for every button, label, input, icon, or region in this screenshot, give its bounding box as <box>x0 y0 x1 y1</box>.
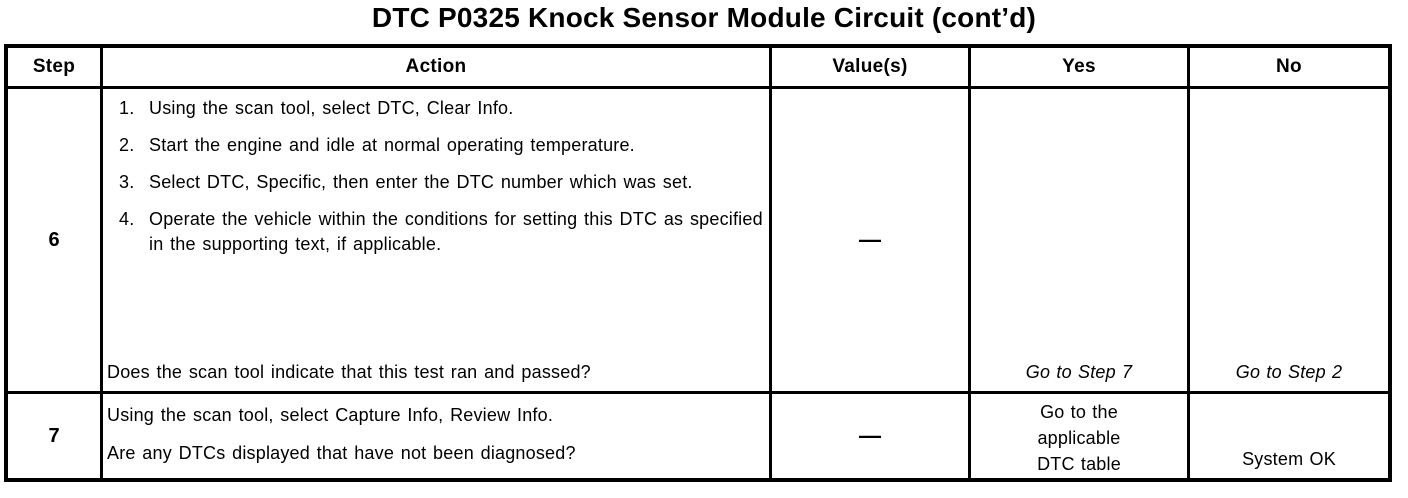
page-title: DTC P0325 Knock Sensor Module Circuit (c… <box>371 2 1037 33</box>
action-item: 3. Select DTC, Specific, then enter the … <box>119 170 763 195</box>
row6-no-cell: Go to Step 2 <box>1190 89 1388 391</box>
row6-question: Does the scan tool indicate that this te… <box>107 362 591 382</box>
action-item-number: 3. <box>119 172 135 192</box>
action-item: 1. Using the scan tool, select DTC, Clea… <box>119 96 763 121</box>
column-header-no: No <box>1190 48 1388 86</box>
row6-yes-cell: Go to Step 7 <box>971 89 1187 391</box>
row7-yes-cell: Go to the applicable DTC table <box>971 394 1187 478</box>
row7-action-line: Using the scan tool, select Capture Info… <box>107 405 554 425</box>
row6-values-cell: — <box>772 89 968 391</box>
action-item-text: Start the engine and idle at normal oper… <box>149 135 635 155</box>
row6-action-list: 1. Using the scan tool, select DTC, Clea… <box>107 96 763 257</box>
column-header-yes: Yes <box>971 48 1187 86</box>
action-item: 4. Operate the vehicle within the condit… <box>119 207 763 257</box>
action-item-number: 4. <box>119 209 135 229</box>
row6-step-number: 6 <box>8 89 100 391</box>
row7-action-cell: Using the scan tool, select Capture Info… <box>103 394 769 478</box>
row7-question: Are any DTCs displayed that have not bee… <box>107 443 576 463</box>
row7-step-number: 7 <box>8 394 100 478</box>
row7-no-cell: System OK <box>1190 394 1388 478</box>
action-item: 2. Start the engine and idle at normal o… <box>119 133 763 158</box>
dtc-diagnostic-table: Step Action Value(s) Yes No 6 1. Using t… <box>4 44 1392 482</box>
action-item-text: Using the scan tool, select DTC, Clear I… <box>149 98 514 118</box>
column-header-values: Value(s) <box>772 48 968 86</box>
action-item-text: Select DTC, Specific, then enter the DTC… <box>149 172 693 192</box>
column-header-step: Step <box>8 48 100 86</box>
row6-action-cell: 1. Using the scan tool, select DTC, Clea… <box>103 89 769 391</box>
column-header-action: Action <box>103 48 769 86</box>
action-item-number: 1. <box>119 98 135 118</box>
action-item-text: Operate the vehicle within the condition… <box>149 209 763 254</box>
row7-values-cell: — <box>772 394 968 478</box>
action-item-number: 2. <box>119 135 135 155</box>
